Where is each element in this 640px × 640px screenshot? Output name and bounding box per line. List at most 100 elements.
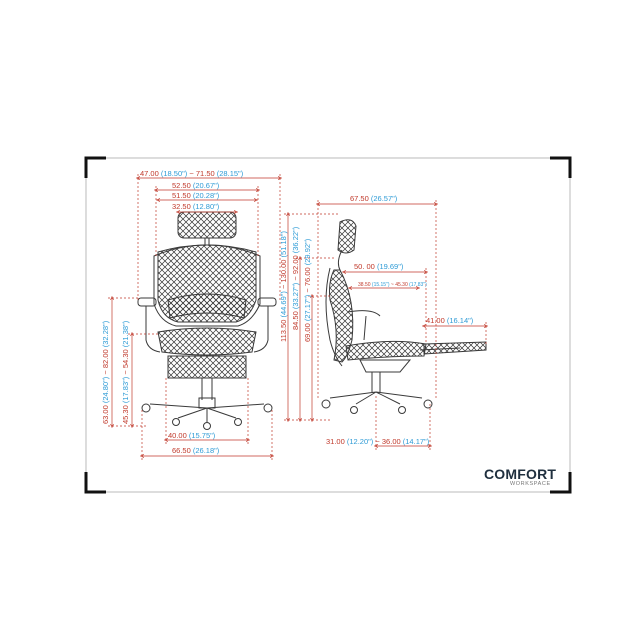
headrest [177,211,237,239]
brand-subtitle: WORKSPACE [510,481,551,487]
back-height-b-imperial-max: (29.92") [303,238,312,265]
svg-text:51.50 (20.28"): 51.50 (20.28") [172,191,220,200]
corner-bottom-right [550,472,572,494]
caster-front-left [172,418,180,426]
right-armrest-post [253,306,269,353]
headrest-width-imperial: (12.80") [193,202,220,211]
arm-height-imperial-max: (32.28") [101,320,110,347]
base-depth-imperial-max: (14.17") [403,437,430,446]
front-dimension-lines [108,174,280,460]
back-height-a-imperial: (33.27") [291,282,300,309]
svg-text:45.30 (17.83") ~: 45.30 (17.83") ~ 54.30 (21.38") [121,320,130,424]
seat [157,327,257,356]
lumbar [167,293,247,319]
svg-text:63.00 (24.80") ~: 63.00 (24.80") ~ 82.00 (32.28") [101,320,110,424]
total-height-imperial-max: (51.18") [279,231,288,258]
width-range-imperial-max: (28.15") [217,169,244,178]
svg-text:52.50 (20.67"): 52.50 (20.67") [172,181,220,190]
side-base [329,391,423,405]
caster-left [141,403,151,413]
depth-imperial: (26.57") [371,194,398,203]
svg-text:32.50 (12.80"): 32.50 (12.80") [172,202,220,211]
side-view-chair [321,219,487,414]
footrest-imperial: (16.14") [447,316,474,325]
width-b-imperial: (20.28") [193,191,220,200]
side-dimension-lines [284,200,486,450]
seat-depth-imperial-max: (17.83") [409,282,427,288]
front-view-chair [137,211,277,430]
back-height-b-metric: 69.00 [303,323,312,342]
svg-text:50. 00 (19.69"): 50. 00 (19.69") [354,262,404,271]
svg-text:113.50 (44.69") ~: 113.50 (44.69") ~ 130.00 (51.18") [279,231,288,342]
side-caster-mid1 [350,406,358,414]
side-caster-left [321,399,331,409]
gas-lift [201,378,213,400]
arm-height-imperial: (24.80") [101,376,110,403]
svg-text:69.00 (27.17") ~: 69.00 (27.17") ~ 76.00 (29.92") [303,238,312,342]
footrest-metric: 41.00 [426,316,445,325]
arm-height-metric: 63.00 [101,405,110,424]
seat-height-metric-max: 54.30 [121,349,130,368]
width-range-metric: 47.00 [140,169,159,178]
headrest-width-metric: 32.50 [172,202,191,211]
caster-right [263,403,273,413]
seat-depth-metric-max: 45.30 [395,282,408,288]
drawing-frame [85,157,571,493]
base-depth-metric: 31.00 [326,437,345,446]
brand-name: COMFORT [484,466,557,482]
backrest-depth-metric: 50. 00 [354,262,375,271]
svg-text:67.50 (26.57"): 67.50 (26.57") [350,194,398,203]
back-height-b-imperial: (27.17") [303,294,312,321]
width-range-metric-max: 71.50 [196,169,215,178]
svg-text:66.50 (26.18"): 66.50 (26.18") [172,446,220,455]
side-caster-mid2 [398,406,406,414]
svg-text:84.50 (33.27") ~: 84.50 (33.27") ~ 92.00 (36.22") [291,226,300,330]
width-b-metric: 51.50 [172,191,191,200]
base-width-metric: 66.50 [172,446,191,455]
side-caster-right [423,399,433,409]
side-headrest [337,219,357,254]
side-headrest-post [337,249,343,271]
total-height-metric-max: 130.00 [279,260,288,283]
total-height-imperial: (44.69") [279,291,288,318]
back-height-a-metric: 84.50 [291,311,300,330]
side-seat [345,340,427,361]
front-dimension-text: 47.00 (18.50") ~ 71.50 (28.15") 52.50 (2… [101,169,244,455]
side-mechanism [359,359,412,373]
width-a-imperial: (20.67") [193,181,220,190]
left-armrest-post [145,306,161,353]
svg-text:41.00 (16.14"): 41.00 (16.14") [426,316,474,325]
side-armrest [347,310,381,341]
base-depth-imperial: (12.20") [347,437,374,446]
seat-width-metric: 40.00 [168,431,187,440]
seat-depth-metric: 38.50 [358,282,371,288]
backrest-frame [153,244,261,327]
total-height-metric: 113.50 [279,320,288,342]
frame-corners [84,156,572,494]
corner-top-right [550,156,572,178]
svg-text:47.00 (18.50") ~: 47.00 (18.50") ~ 71.50 (28.15") [140,169,244,178]
back-height-b-metric-max: 76.00 [303,267,312,286]
base-depth-metric-max: 36.00 [382,437,401,446]
backrest-depth-imperial: (19.69") [377,262,404,271]
side-back-frame [325,267,343,367]
width-range-imperial: (18.50") [161,169,188,178]
corner-bottom-left [84,472,106,494]
gas-cylinder [198,397,216,409]
corner-top-left [84,156,106,178]
side-footrest-support [419,347,461,351]
seat-under [167,355,247,379]
seat-width-imperial: (15.75") [189,431,216,440]
seat-height-imperial: (17.83") [121,376,130,403]
base-legs [149,403,265,422]
svg-text:31.00 (12.20") ~: 31.00 (12.20") ~ 36.00 (14.17") [326,437,430,446]
svg-text:40.00 (15.75"): 40.00 (15.75") [168,431,216,440]
width-a-metric: 52.50 [172,181,191,190]
side-dimension-text: 67.50 (26.57") 113.50 (44.69") ~ 130.00 … [279,194,474,446]
seat-height-metric: 45.30 [121,405,130,424]
back-height-a-metric-max: 92.00 [291,255,300,274]
seat-height-imperial-max: (21.38") [121,320,130,347]
side-gas-lift [371,372,381,392]
base-width-imperial: (26.18") [193,446,220,455]
